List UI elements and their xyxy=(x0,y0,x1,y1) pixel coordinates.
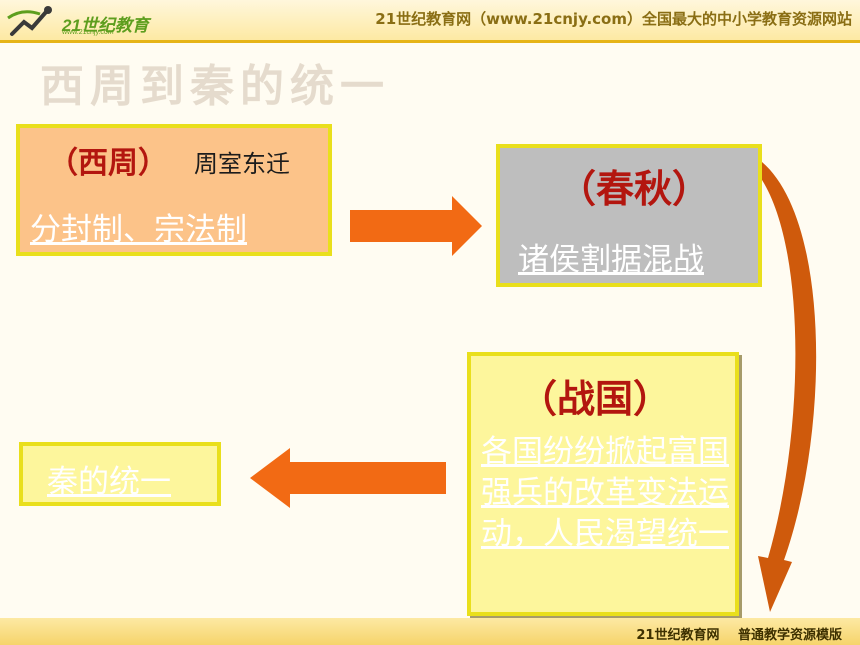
site-title: 21世纪教育网（www.21cnjy.com）全国最大的中小学教育资源网站 xyxy=(375,10,852,28)
logo-text: 21世纪教育 xyxy=(62,16,149,35)
qin-link[interactable]: 秦的统一 xyxy=(47,464,171,500)
slide-title-faded: 西周到秦的统一 xyxy=(40,61,390,110)
runner-logo-icon xyxy=(7,6,52,36)
west-zhou-link[interactable]: 分封制、宗法制 xyxy=(30,212,247,248)
box-qin: 秦的统一 xyxy=(19,442,221,506)
curve-arrow-icon xyxy=(758,162,817,612)
footer-text: 21世纪教育网 普通教学资源模版 xyxy=(636,628,842,643)
arrow-right-icon xyxy=(350,196,482,256)
box-west-zhou: （西周） 周室东迁 分封制、宗法制 xyxy=(16,124,332,256)
warring-states-title: （战国） xyxy=(519,376,672,421)
box-spring-autumn: （春秋） 诸侯割据混战 xyxy=(496,144,762,287)
west-zhou-subtitle: 周室东迁 xyxy=(194,150,290,178)
logo-url: www.21cnjy.com xyxy=(62,29,114,36)
west-zhou-title: （西周） xyxy=(48,146,168,181)
banner-divider xyxy=(0,40,860,43)
site-logo[interactable]: 21世纪教育 www.21cnjy.com xyxy=(6,4,156,38)
spring-autumn-link[interactable]: 诸侯割据混战 xyxy=(518,242,704,278)
warring-states-link[interactable]: 各国纷纷掀起富国强兵的改革变法运动，人民渴望统一 xyxy=(481,434,729,552)
bottom-banner: 21世纪教育网 普通教学资源模版 xyxy=(0,618,860,645)
top-banner xyxy=(0,0,860,40)
box-warring-states: （战国） 各国纷纷掀起富国强兵的改革变法运动，人民渴望统一 xyxy=(467,352,739,616)
arrow-left-icon xyxy=(250,448,446,508)
spring-autumn-title: （春秋） xyxy=(558,166,711,211)
